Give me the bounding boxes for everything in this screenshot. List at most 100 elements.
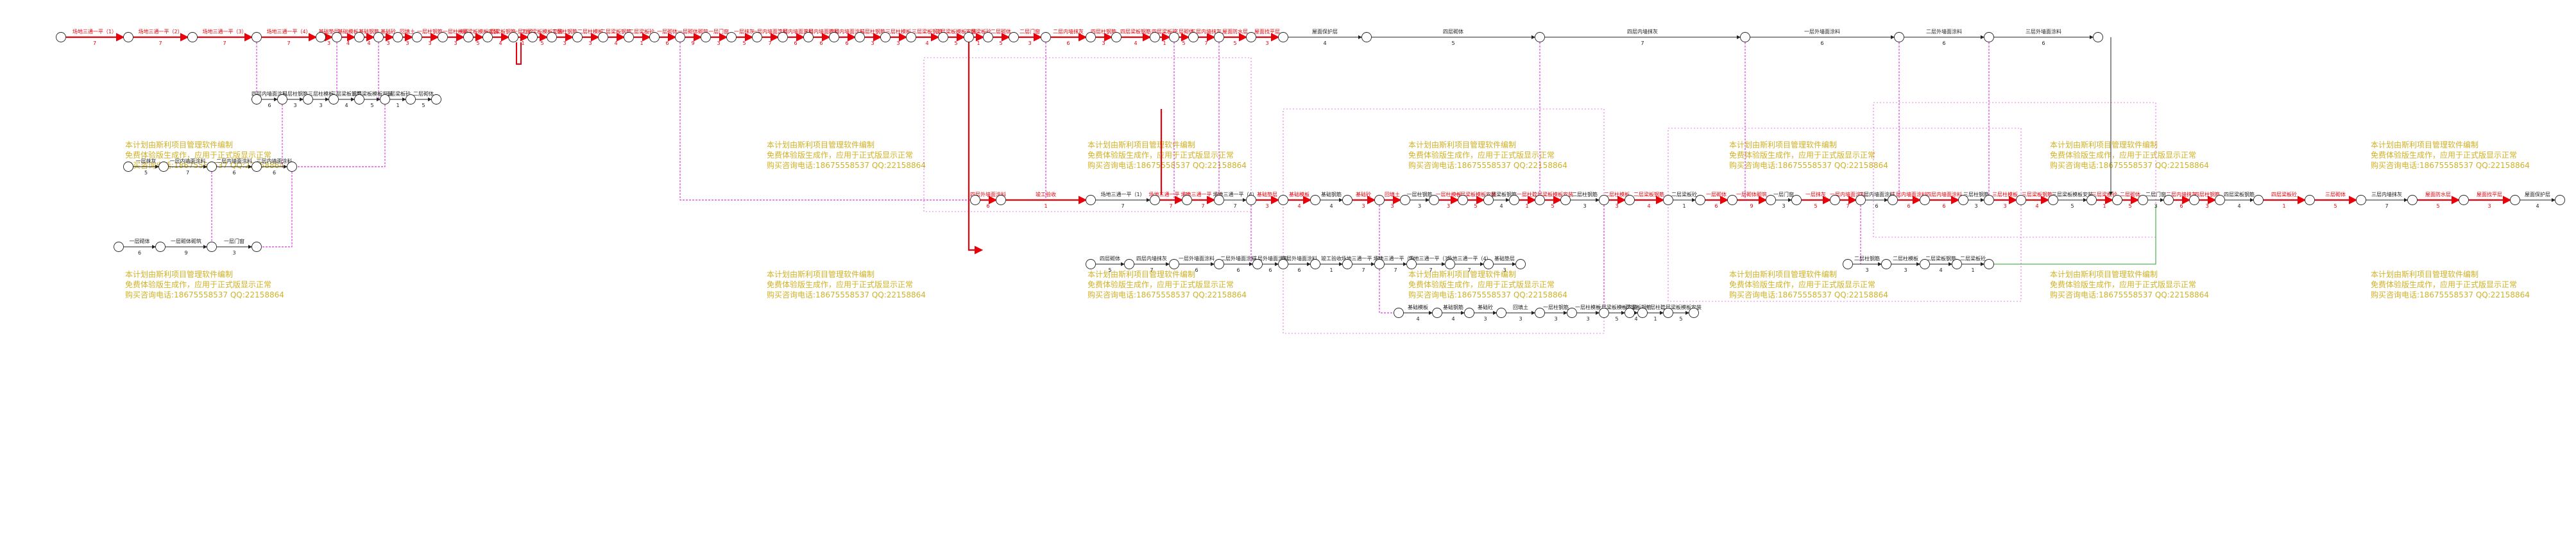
activity-label: 二层外墙面涂料 bbox=[1220, 255, 1256, 262]
activity-duration: 5 bbox=[422, 103, 425, 108]
activity-label: 一层柱模板 bbox=[1436, 191, 1462, 197]
activity-duration: 7 bbox=[1361, 267, 1365, 273]
event-node bbox=[1214, 32, 1224, 42]
event-node bbox=[778, 32, 788, 42]
activity-label: 三层梁板砼 bbox=[385, 90, 411, 97]
event-node bbox=[1791, 195, 1802, 205]
event-node bbox=[2459, 195, 2469, 205]
activity-label: 四层外墙面涂料 bbox=[1281, 255, 1317, 262]
watermark-text: 本计划由斯利项目管理软件编制 bbox=[2371, 140, 2478, 149]
event-node bbox=[906, 32, 916, 42]
activity-label: 基础垫层 bbox=[1494, 255, 1515, 262]
dummy-frame bbox=[1668, 128, 2022, 302]
activity-label: 四层柱钢筋 bbox=[1091, 28, 1116, 35]
event-node bbox=[56, 32, 66, 42]
event-node bbox=[1188, 32, 1198, 42]
activity-duration: 4 bbox=[1416, 316, 1419, 322]
event-node bbox=[752, 32, 762, 42]
activity-label: 二层砌体 bbox=[413, 90, 434, 97]
activity-label: 四层内墙面涂料 bbox=[1926, 191, 1962, 197]
event-node bbox=[1124, 259, 1134, 269]
activity-duration: 4 bbox=[2237, 203, 2240, 209]
activity-label: 二层梁板钢筋 bbox=[1925, 255, 1956, 262]
activity-label: 二层柱钢筋 bbox=[1854, 255, 1880, 262]
activity-label: 一层内墙面涂料 bbox=[170, 158, 206, 164]
activity-label: 二层梁板模板安装 bbox=[1532, 191, 1573, 197]
event-node bbox=[1496, 308, 1506, 318]
activity-duration: 4 bbox=[1939, 267, 1942, 273]
event-node bbox=[1169, 259, 1179, 269]
activity-duration: 1 bbox=[1653, 316, 1657, 322]
event-node bbox=[508, 32, 518, 42]
dummy-arrow bbox=[679, 42, 1086, 202]
activity-label: 四层砌体 bbox=[1443, 28, 1463, 35]
event-node bbox=[1855, 195, 1866, 205]
event-node bbox=[803, 32, 814, 42]
event-node bbox=[1881, 259, 1891, 269]
activity-label: 三层砌体 bbox=[1173, 28, 1194, 35]
activity-label: 二层柱模板 bbox=[1604, 191, 1630, 197]
event-node bbox=[1150, 32, 1160, 42]
dummy-arrow bbox=[1379, 205, 1497, 315]
event-node bbox=[438, 32, 448, 42]
activity-label: 一层柱砼 bbox=[513, 28, 533, 35]
activity-label: 三层内墙面涂料 bbox=[257, 158, 293, 164]
activity-duration: 1 bbox=[1971, 267, 1974, 273]
activity-duration: 7 bbox=[1846, 203, 1849, 209]
event-node bbox=[1952, 259, 1962, 269]
activity-duration: 3 bbox=[871, 40, 874, 46]
event-node bbox=[393, 32, 403, 42]
activity-label: 一层门窗 bbox=[1773, 191, 1794, 197]
activity-label: 三层柱钢筋 bbox=[860, 28, 885, 35]
event-node bbox=[1483, 195, 1494, 205]
activity-label: 四层外墙面涂料 bbox=[970, 191, 1006, 197]
event-node bbox=[207, 242, 217, 252]
watermark-text: 免费体验版生成作，应用于正式版显示正常 bbox=[1408, 150, 1555, 160]
activity-label: 屋面防水层 bbox=[2425, 191, 2451, 197]
activity-duration: 3 bbox=[293, 103, 296, 108]
event-node bbox=[1560, 195, 1571, 205]
activity-label: 二层梁板砼 bbox=[629, 28, 654, 35]
watermark-text: 免费体验版生成作，应用于正式版显示正常 bbox=[1408, 280, 1555, 289]
event-node bbox=[2407, 195, 2418, 205]
activity-duration: 3 bbox=[1554, 316, 1557, 322]
activity-duration: 3 bbox=[1390, 203, 1394, 209]
activity-duration: 5 bbox=[476, 40, 479, 46]
event-node bbox=[2305, 195, 2315, 205]
activity-duration: 1 bbox=[1682, 203, 1685, 209]
activity-label: 二层内墙面涂料 bbox=[1859, 191, 1895, 197]
activity-duration: 5 bbox=[1233, 40, 1236, 46]
event-node bbox=[1342, 259, 1352, 269]
activity-duration: 3 bbox=[1586, 316, 1589, 322]
watermark-text: 购买咨询电话:18675558537 QQ:22158864 bbox=[1729, 160, 1888, 170]
event-node bbox=[2253, 195, 2264, 205]
node-layer bbox=[56, 32, 2565, 318]
event-node bbox=[1663, 308, 1673, 318]
watermark-text: 购买咨询电话:18675558537 QQ:22158864 bbox=[767, 160, 926, 170]
activity-label: 一层梁板模板安装 bbox=[457, 28, 499, 35]
event-node bbox=[547, 32, 557, 42]
event-node bbox=[1689, 308, 1699, 318]
activity-duration: 1 bbox=[977, 40, 980, 46]
activity-label: 场地三通一平（2） bbox=[1148, 191, 1193, 197]
activity-label: 三层外墙面涂料 bbox=[2026, 28, 2061, 35]
event-node bbox=[1445, 259, 1455, 269]
watermark-text: 购买咨询电话:18675558537 QQ:22158864 bbox=[767, 290, 926, 299]
activity-label: 屋面防水层 bbox=[1222, 28, 1248, 35]
activity-duration: 7 bbox=[1150, 267, 1153, 273]
activity-duration: 4 bbox=[2035, 203, 2038, 209]
event-node bbox=[1535, 195, 1545, 205]
activity-label: 四层内墙抹灰 bbox=[1136, 255, 1167, 262]
event-node bbox=[938, 32, 948, 42]
event-node bbox=[1599, 195, 1609, 205]
event-node bbox=[880, 32, 891, 42]
event-node bbox=[1041, 32, 1051, 42]
activity-duration: 7 bbox=[768, 40, 771, 46]
activity-duration: 5 bbox=[954, 40, 957, 46]
event-node bbox=[252, 94, 262, 105]
activity-duration: 6 bbox=[986, 203, 989, 209]
event-node bbox=[354, 32, 364, 42]
watermark-text: 免费体验版生成作，应用于正式版显示正常 bbox=[1729, 150, 1875, 160]
event-node bbox=[155, 242, 166, 252]
